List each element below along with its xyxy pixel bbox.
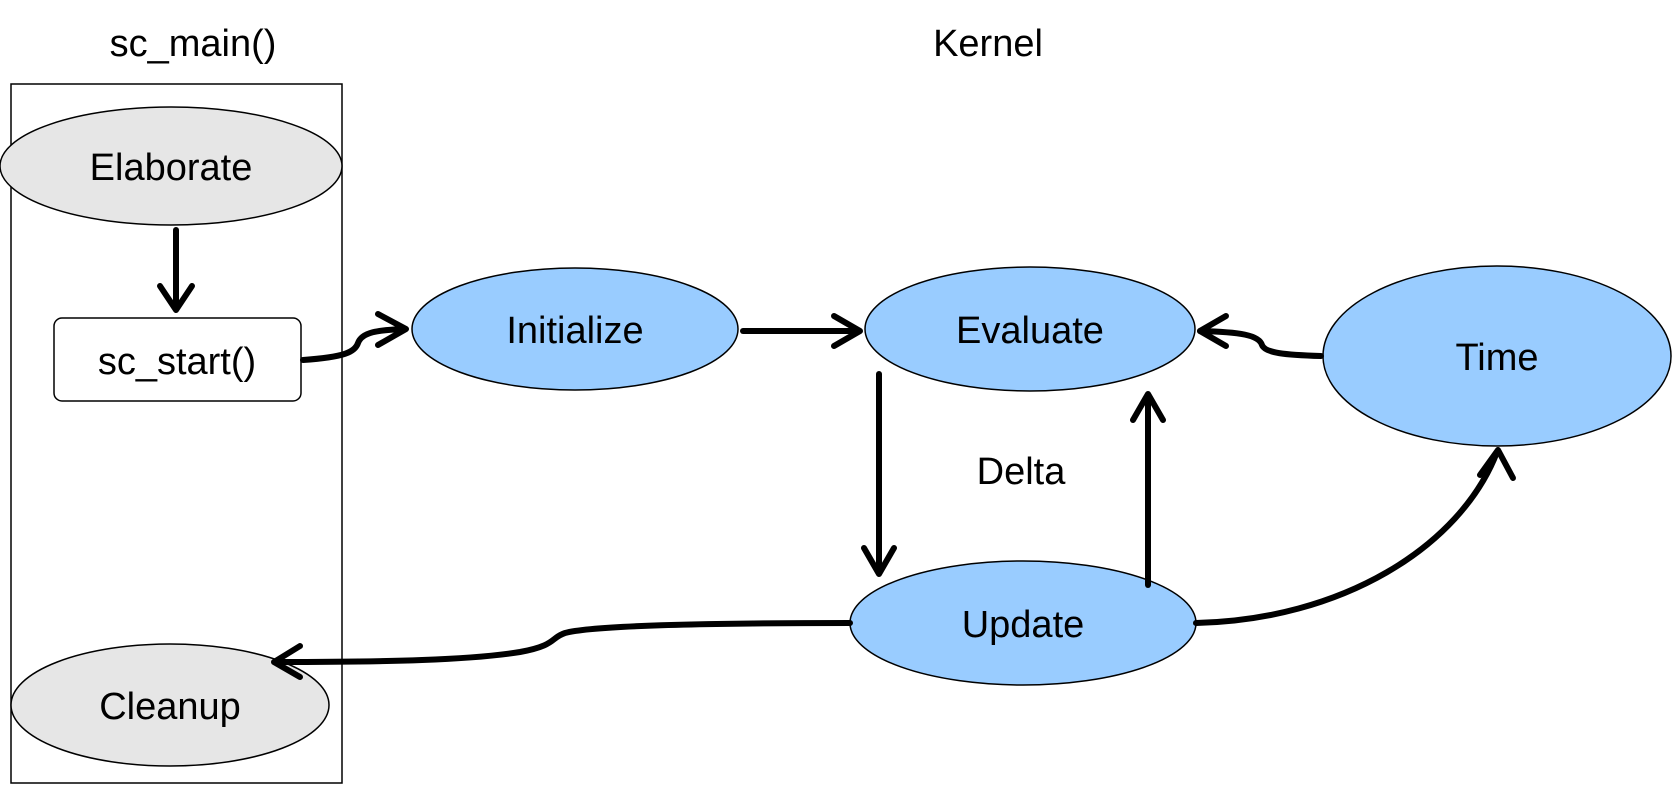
node-update: Update <box>849 560 1197 686</box>
edge-elaborate-to-sc-start <box>157 227 195 313</box>
edge-evaluate-to-update <box>861 371 897 577</box>
node-evaluate-label: Evaluate <box>956 310 1104 352</box>
delta-label: Delta <box>977 451 1067 493</box>
node-evaluate-shape <box>864 266 1196 392</box>
node-time: Time <box>1322 265 1672 447</box>
node-cleanup: Cleanup <box>10 643 330 767</box>
sc-main-container <box>10 83 343 784</box>
node-elaborate-label: Elaborate <box>90 147 253 189</box>
node-sc-start: sc_start() <box>53 317 302 402</box>
node-elaborate: Elaborate <box>0 106 343 226</box>
node-elaborate-shape <box>0 106 343 226</box>
edge-initialize-to-evaluate <box>740 313 863 349</box>
edge-sc-start-to-initialize <box>300 311 409 363</box>
node-update-label: Update <box>962 604 1085 646</box>
node-time-label: Time <box>1455 337 1538 379</box>
node-cleanup-label: Cleanup <box>99 686 241 728</box>
node-sc-start-label: sc_start() <box>98 341 256 383</box>
node-cleanup-shape <box>10 643 330 767</box>
edge-update-to-cleanup <box>271 620 853 680</box>
node-initialize-label: Initialize <box>506 310 643 352</box>
node-initialize: Initialize <box>411 267 739 391</box>
node-evaluate: Evaluate <box>864 266 1196 392</box>
header-sc-main: sc_main() <box>110 23 277 65</box>
edge-update-to-time <box>1193 447 1516 626</box>
node-initialize-shape <box>411 267 739 391</box>
header-kernel: Kernel <box>933 23 1043 65</box>
edge-time-to-evaluate <box>1197 313 1324 359</box>
edge-update-to-evaluate <box>1130 391 1166 588</box>
